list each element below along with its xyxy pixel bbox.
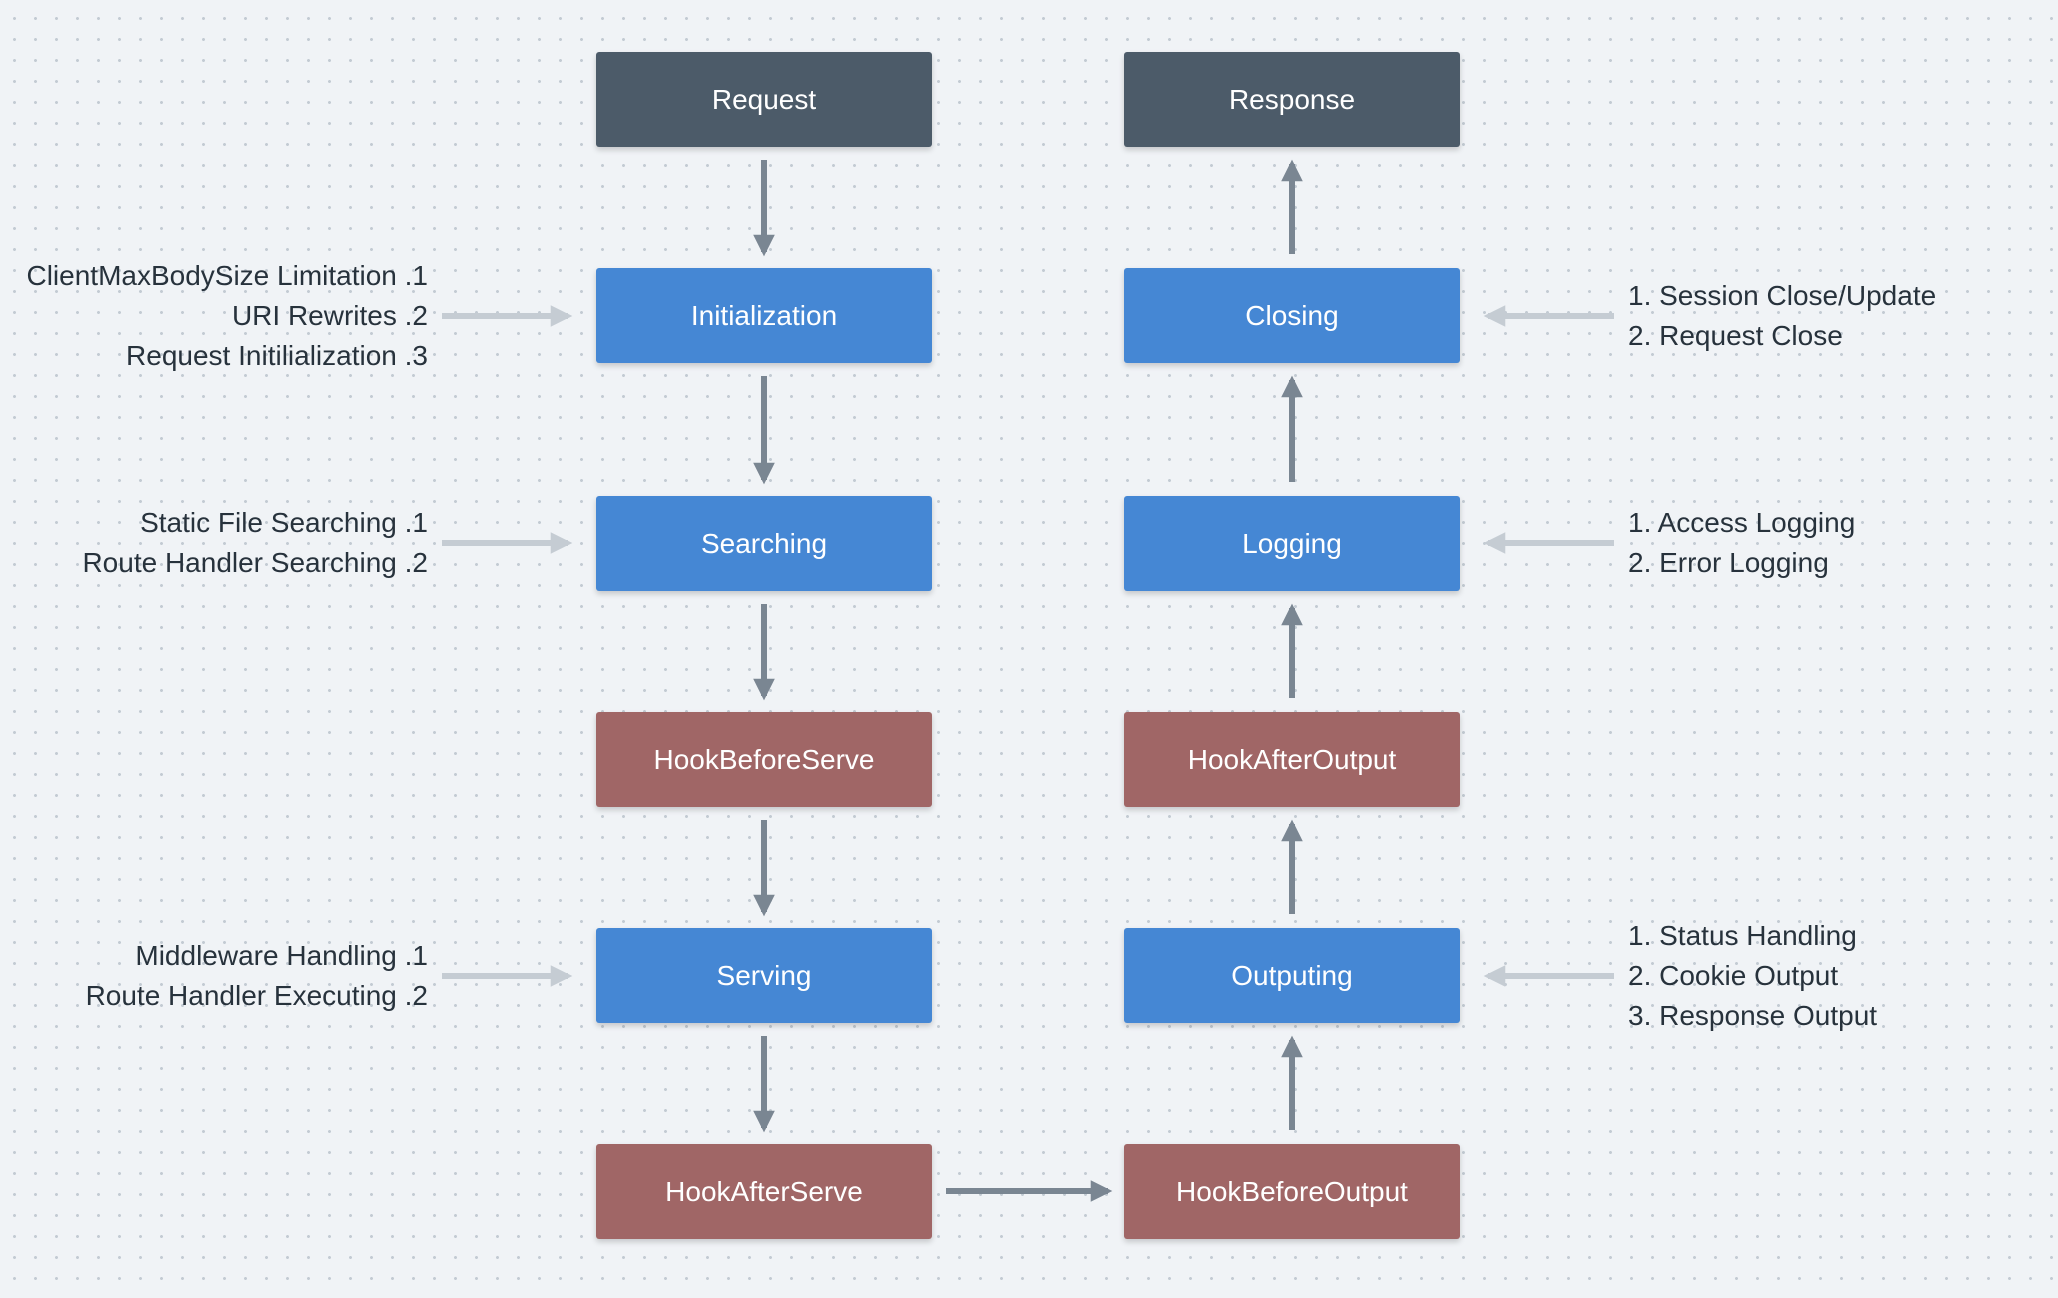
- node-logging: Logging: [1124, 496, 1460, 591]
- note-line: URI Rewrites .2: [231, 300, 428, 331]
- note-line: 1. Status Handling: [1628, 920, 1857, 951]
- note-line: 1. Session Close/Update: [1628, 280, 1937, 311]
- node-hook-before-serve: HookBeforeServe: [596, 712, 932, 807]
- note-outputing: 1. Status Handling 2. Cookie Output 3. R…: [1628, 916, 1877, 1036]
- node-response: Response: [1124, 52, 1460, 147]
- note-line: Static File Searching .1: [140, 507, 428, 538]
- note-line: Middleware Handling .1: [135, 940, 428, 971]
- node-searching: Searching: [596, 496, 932, 591]
- note-initialization: ClientMaxBodySize Limitation .1 URI Rewr…: [26, 256, 428, 376]
- node-hook-after-serve: HookAfterServe: [596, 1144, 932, 1239]
- note-serving: Middleware Handling .1 Route Handler Exe…: [86, 936, 428, 1016]
- note-line: ClientMaxBodySize Limitation .1: [26, 260, 428, 291]
- node-serving: Serving: [596, 928, 932, 1023]
- note-logging: 1. Access Logging 2. Error Logging: [1628, 503, 1855, 583]
- note-line: 2. Request Close: [1628, 320, 1843, 351]
- note-closing: 1. Session Close/Update 2. Request Close: [1628, 276, 1936, 356]
- note-line: Route Handler Executing .2: [85, 980, 428, 1011]
- note-line: Request Initilialization .3: [126, 340, 428, 371]
- node-initialization: Initialization: [596, 268, 932, 363]
- note-line: 3. Response Output: [1628, 1000, 1878, 1031]
- note-line: 2. Cookie Output: [1628, 960, 1839, 991]
- note-line: Route Handler Searching .2: [82, 547, 428, 578]
- node-request: Request: [596, 52, 932, 147]
- node-hook-after-output: HookAfterOutput: [1124, 712, 1460, 807]
- note-searching: Static File Searching .1 Route Handler S…: [82, 503, 428, 583]
- node-closing: Closing: [1124, 268, 1460, 363]
- note-line: 2. Error Logging: [1628, 547, 1829, 578]
- node-outputing: Outputing: [1124, 928, 1460, 1023]
- note-line: 1. Access Logging: [1628, 507, 1856, 538]
- node-hook-before-output: HookBeforeOutput: [1124, 1144, 1460, 1239]
